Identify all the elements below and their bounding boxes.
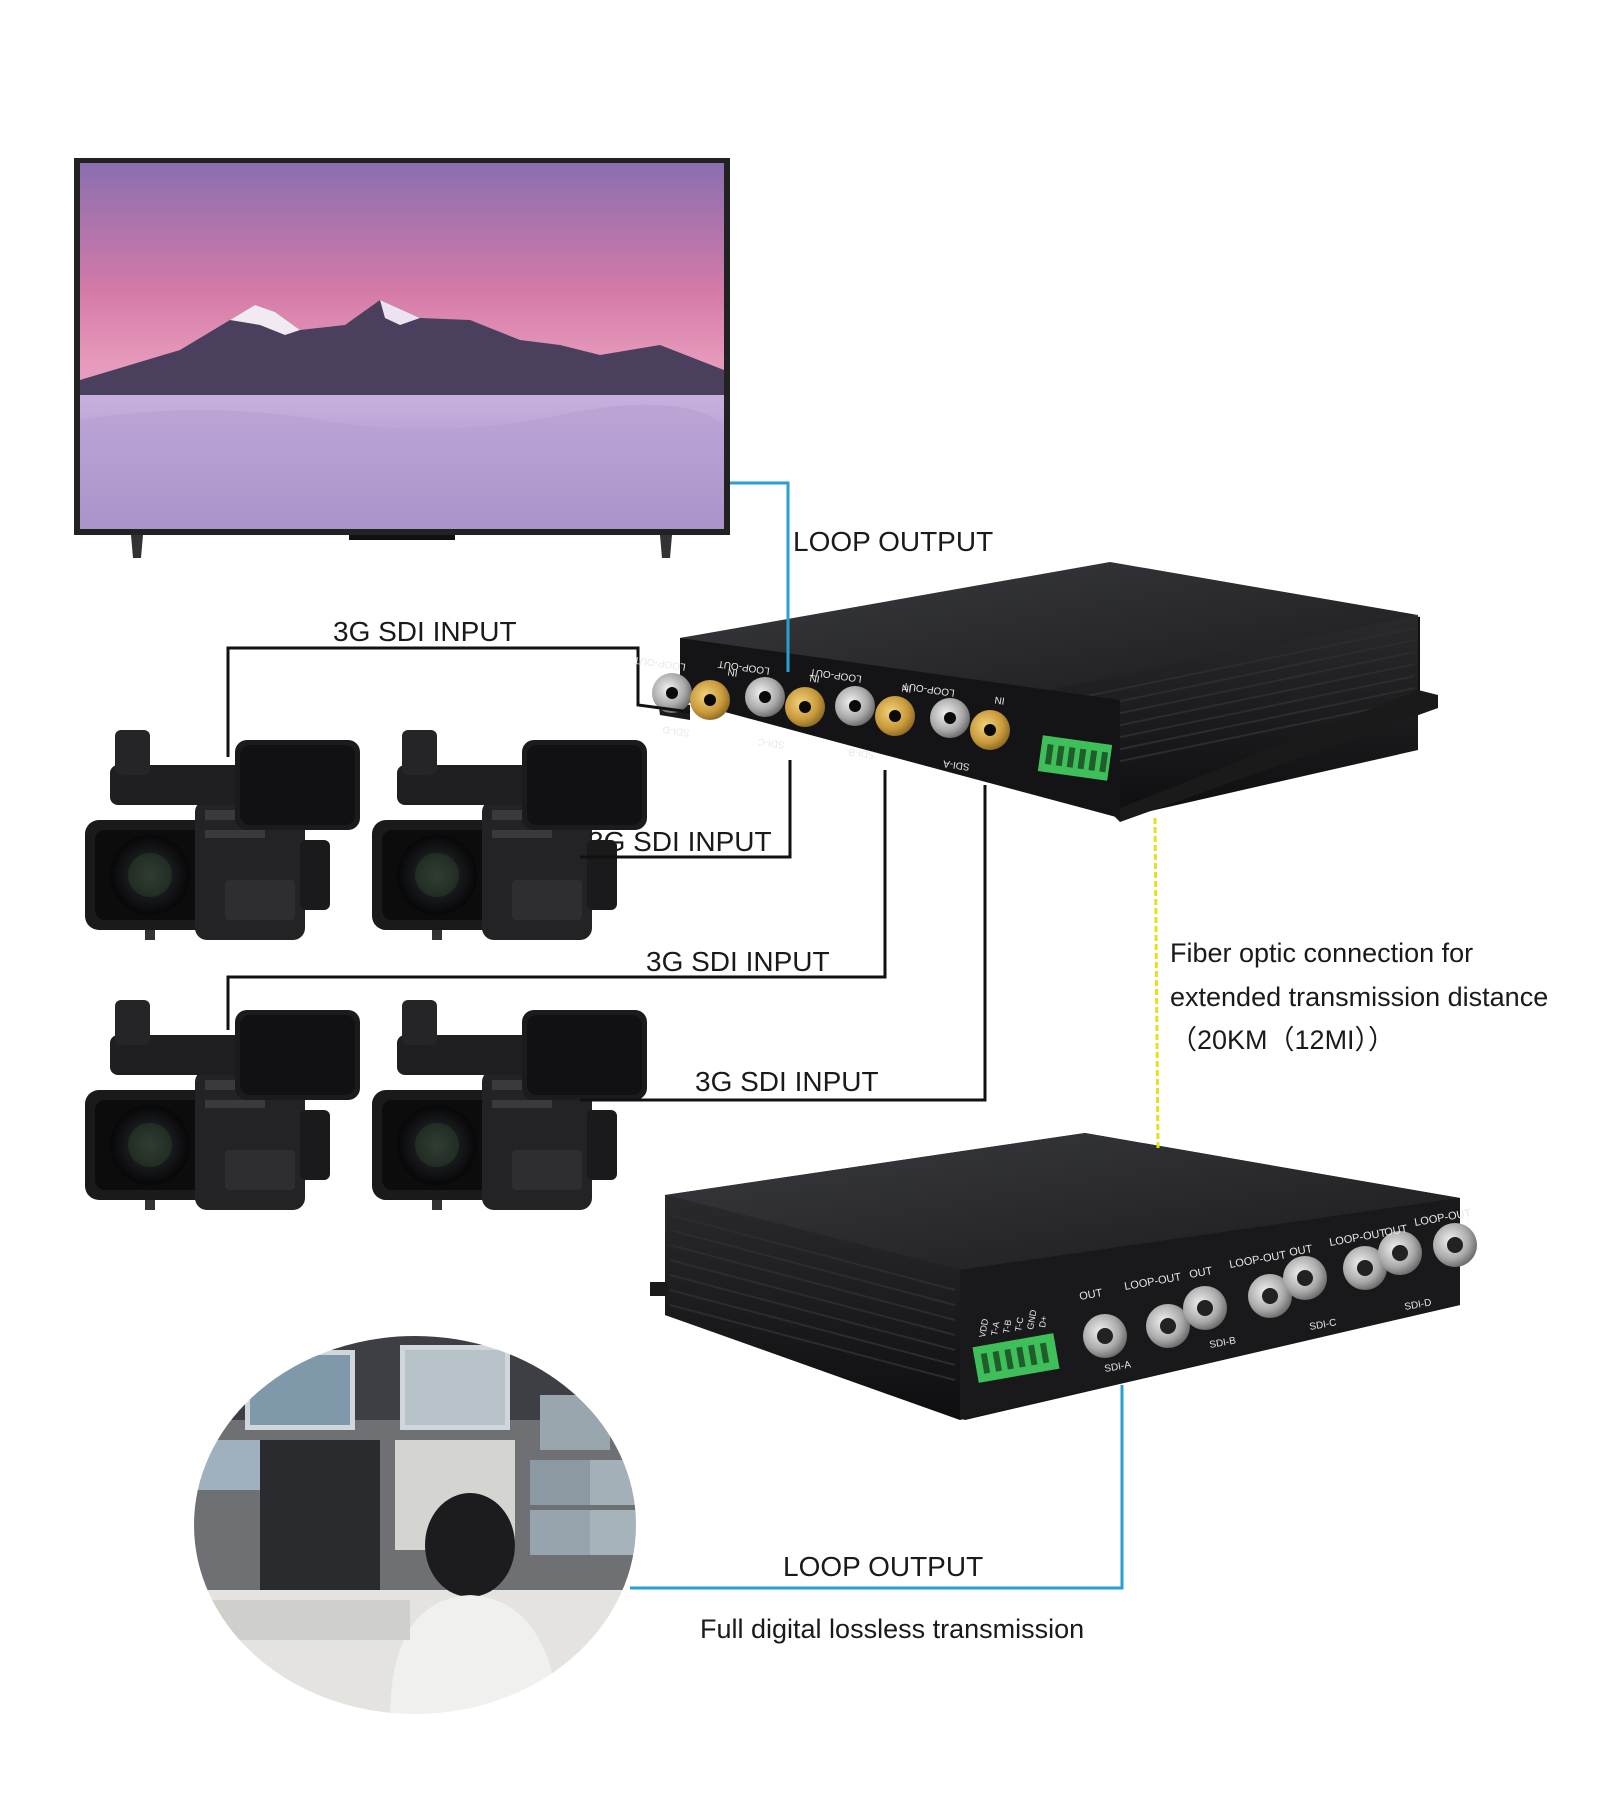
transmitter-sdi-label: SDI-C xyxy=(757,735,786,750)
fiber-cable xyxy=(1153,817,1160,1149)
fiber-note-line-2: extended transmission distance xyxy=(1170,982,1549,1012)
transmitter-port-label: IN xyxy=(901,682,912,694)
receiver-port-label: OUT xyxy=(1188,1265,1213,1281)
receiver-terminal-label: T-A xyxy=(989,1321,1001,1337)
receiver-port-label: OUT xyxy=(1078,1287,1103,1303)
receiver-sdi-label: SDI-C xyxy=(1309,1317,1338,1333)
fiber-note-line-1: Fiber optic connection for xyxy=(1170,938,1474,968)
transmitter-port-label: IN xyxy=(994,694,1005,706)
control-room-photo xyxy=(193,1335,637,1715)
receiver-sdi-label: SDI-A xyxy=(1104,1359,1132,1375)
receiver-port-label: OUT xyxy=(1383,1223,1408,1239)
transmitter-port-label: IN xyxy=(727,666,738,678)
video-camcorder-icon xyxy=(372,1000,647,1210)
transmitter-bnc-ports xyxy=(652,673,1113,781)
sdi-input-label-4: 3G SDI INPUT xyxy=(695,1066,879,1097)
receiver-terminal-label: T-B xyxy=(1001,1319,1013,1335)
receiver-terminal-label: VDD xyxy=(977,1317,990,1338)
receiver-terminal-label: D+ xyxy=(1037,1315,1049,1328)
sdi-cable-1 xyxy=(226,646,691,757)
transmitter-sdi-label: SDI-A xyxy=(942,757,970,772)
receiver-sdi-label: SDI-B xyxy=(1209,1335,1237,1351)
lossless-note: Full digital lossless transmission xyxy=(700,1614,1085,1644)
tv-monitor-icon xyxy=(74,158,730,558)
receiver-sdi-label: SDI-D xyxy=(1404,1297,1433,1313)
fiber-note-line-3: （20KM（12MI）） xyxy=(1170,1025,1396,1055)
transmitter-port-label: LOOP-OUT xyxy=(633,654,686,672)
loop-output-cable-bottom xyxy=(630,1385,1124,1590)
sdi-input-label-2: 3G SDI INPUT xyxy=(588,826,772,857)
transmitter-port-label: IN xyxy=(809,672,820,684)
transmitter-sdi-label: SDI-B xyxy=(847,745,875,760)
loop-output-bottom-label: LOOP OUTPUT xyxy=(783,1551,984,1582)
sdi-cable-4 xyxy=(580,785,987,1102)
sdi-input-label-3: 3G SDI INPUT xyxy=(646,946,830,977)
loop-output-cable-top xyxy=(730,481,790,672)
sdi-cable-3 xyxy=(226,770,887,1030)
receiver-bnc-ports xyxy=(972,1223,1477,1383)
sdi-cable-2 xyxy=(580,760,792,859)
video-camcorder-icon xyxy=(85,730,360,940)
transmitter-sdi-label: SDI-D xyxy=(662,723,691,738)
fiber-receiver-icon xyxy=(650,1133,1460,1420)
receiver-port-label: OUT xyxy=(1288,1243,1313,1259)
loop-output-top-label: LOOP OUTPUT xyxy=(793,526,994,557)
sdi-input-label-1: 3G SDI INPUT xyxy=(333,616,517,647)
receiver-terminal-label: T-C xyxy=(1013,1316,1025,1333)
video-camcorder-icon xyxy=(85,1000,360,1210)
receiver-terminal-label: GND xyxy=(1025,1308,1038,1330)
